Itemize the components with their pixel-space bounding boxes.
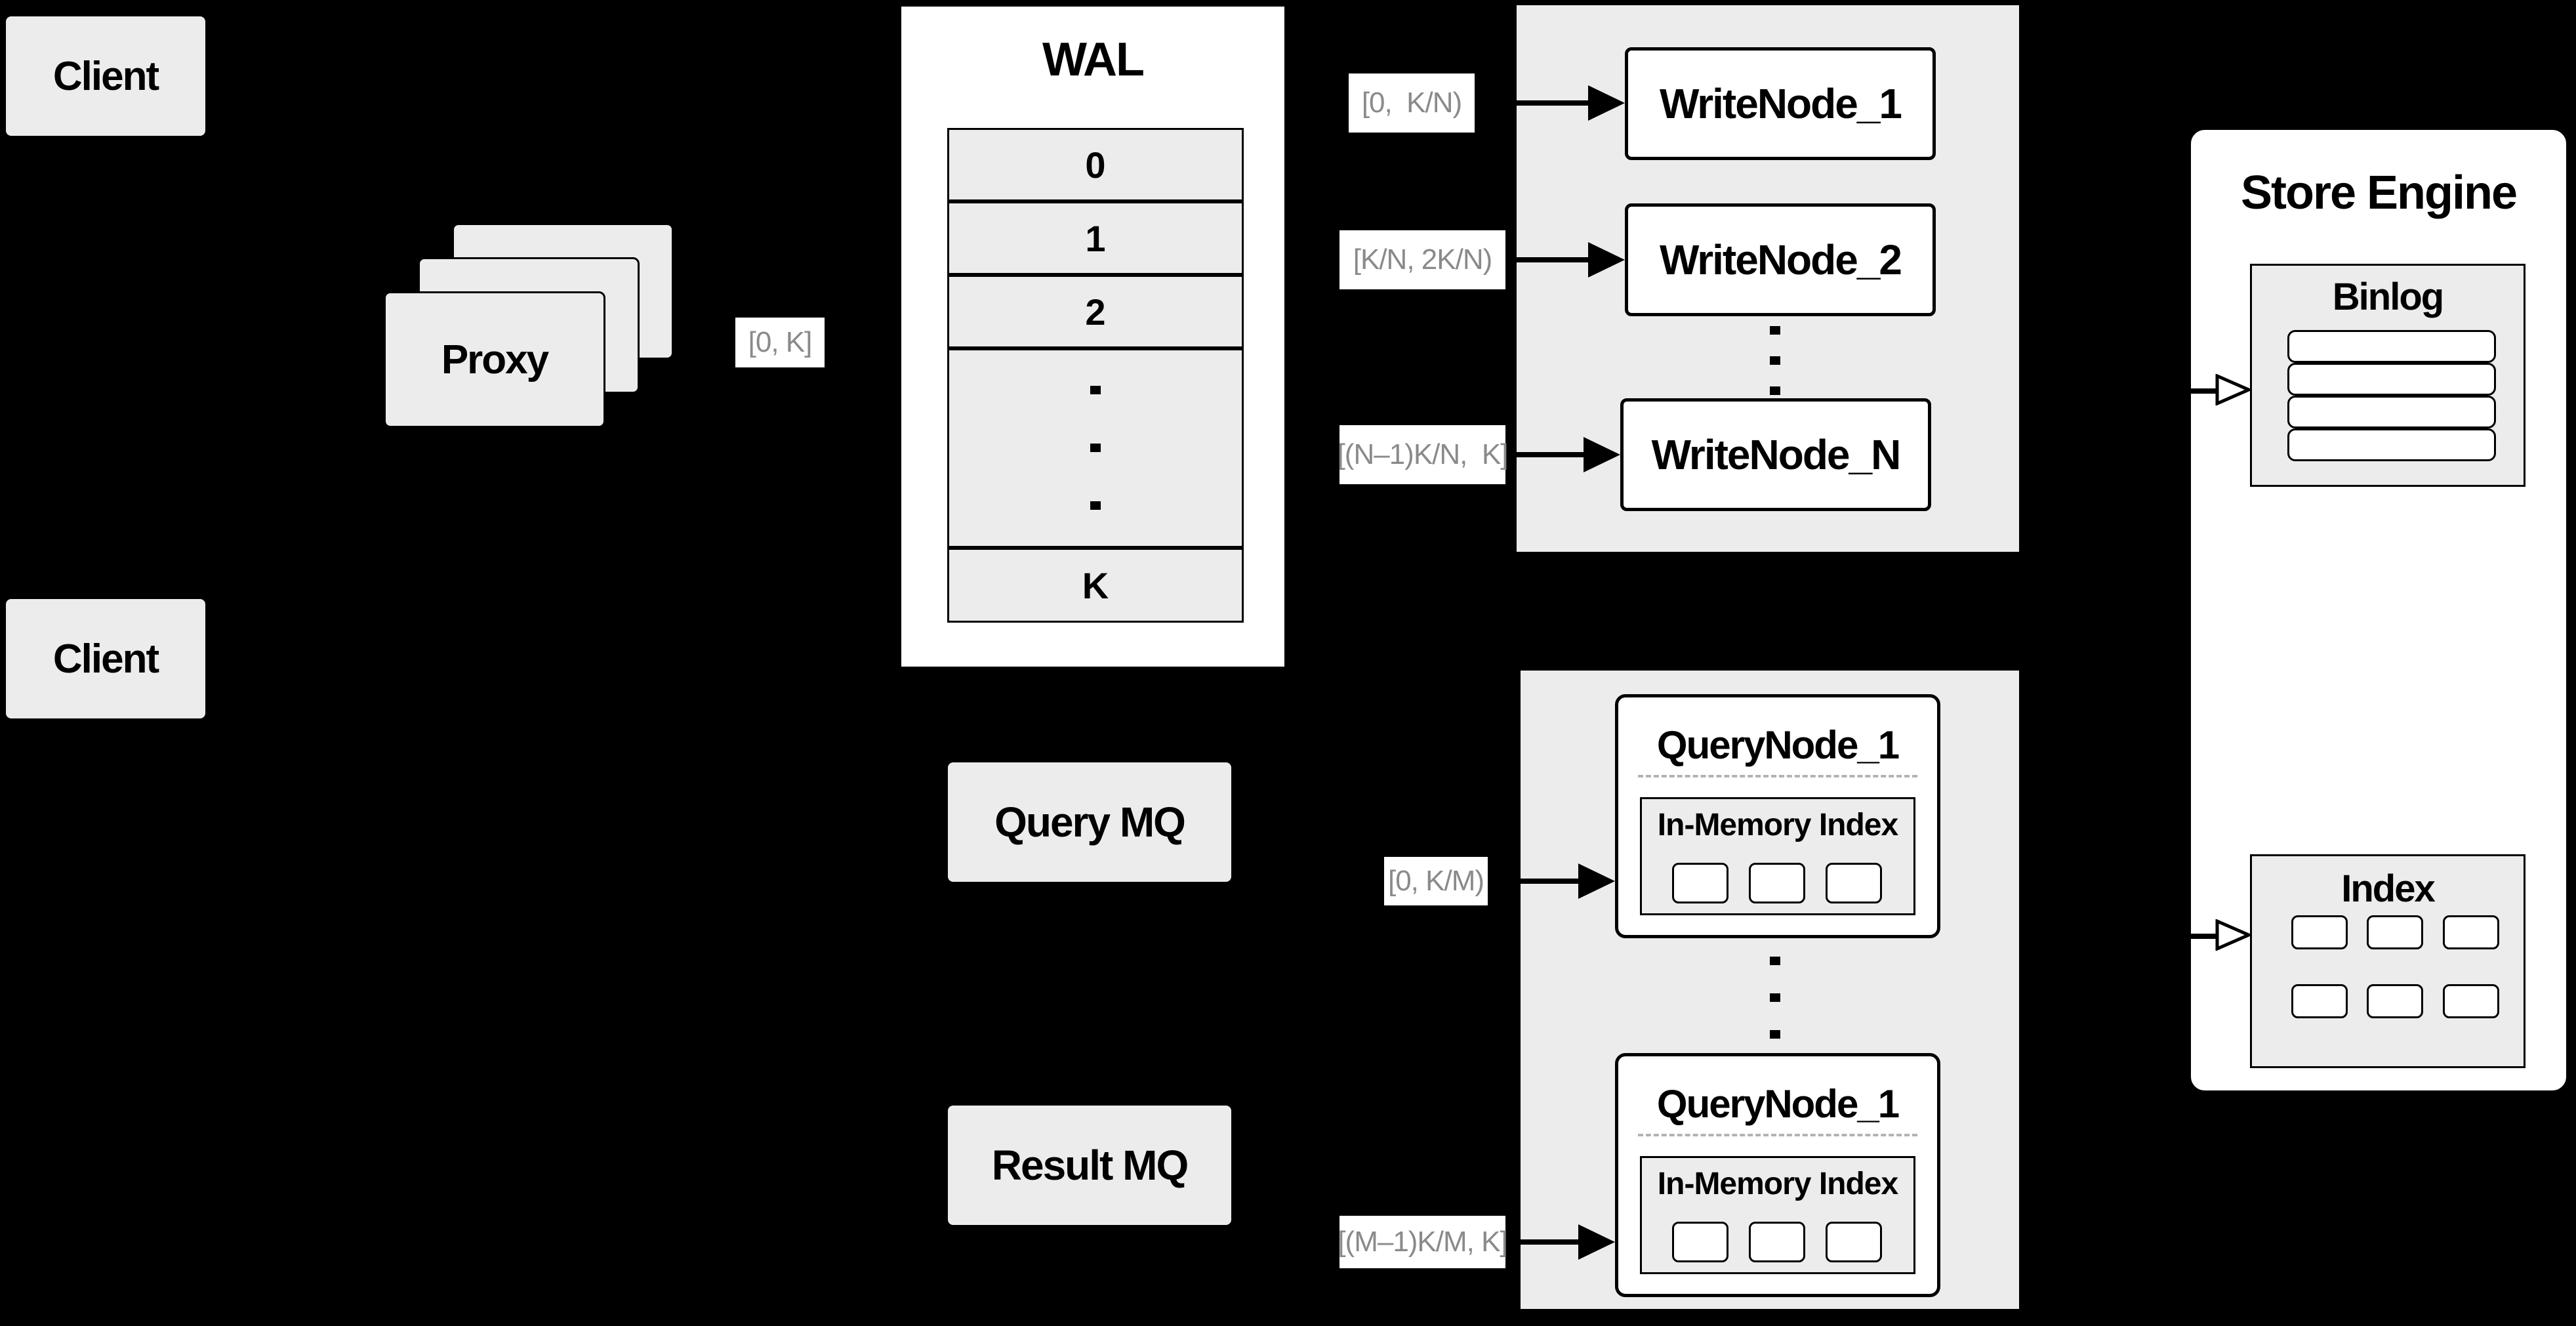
binlog-box: Binlog: [2250, 264, 2525, 487]
wal-title: WAL: [1042, 33, 1145, 86]
result-mq-box: Result MQ: [948, 1106, 1231, 1225]
arrow-to-writenode-1-shaft: [1517, 100, 1591, 106]
index-cell: [2367, 984, 2423, 1018]
index-cell: [2443, 984, 2499, 1018]
binlog-slot: [2287, 363, 2496, 396]
wal-row-ellipsis: [947, 348, 1244, 548]
wal-row-1: 1: [947, 201, 1244, 275]
in-memory-index-2-cell: [1826, 1222, 1882, 1262]
arrow-to-querynode-1-shaft: [1521, 879, 1581, 884]
binlog-title: Binlog: [2332, 276, 2444, 318]
query-node-1-title: QueryNode_1: [1656, 723, 1900, 767]
proxy-card-front: Proxy: [384, 291, 605, 428]
write-node-2-box: WriteNode_2: [1625, 203, 1936, 316]
index-title: Index: [2341, 867, 2436, 910]
client-bottom-label: Client: [52, 636, 159, 682]
write-node-1-range-label: [0, K/N): [1349, 73, 1475, 133]
arrow-to-writenode-n-shaft: [1517, 452, 1586, 457]
wal-row-k: K: [947, 548, 1244, 623]
query-node-2-range-label: [(M–1)K/M, K]: [1338, 1216, 1508, 1268]
index-cell: [2291, 915, 2348, 949]
in-memory-index-2-cell: [1749, 1222, 1805, 1262]
query-mq-box: Query MQ: [948, 762, 1231, 882]
query-node-1-box: QueryNode_1 In-Memory Index: [1615, 694, 1940, 938]
arrow-to-writenode-2-shaft: [1517, 257, 1591, 262]
arrow-to-querynode-2-head-icon: [1578, 1224, 1615, 1260]
query-node-1-range-label: [0, K/M): [1384, 857, 1488, 905]
index-cell: [2291, 984, 2348, 1018]
in-memory-index-2-box: In-Memory Index: [1640, 1156, 1915, 1274]
wal-box: WAL 0 1 2 K: [899, 4, 1287, 669]
arrow-to-writenode-1-head-icon: [1588, 85, 1625, 121]
query-node-2-box: QueryNode_1 In-Memory Index: [1615, 1053, 1940, 1297]
arrow-to-writenode-n-head-icon: [1584, 437, 1620, 472]
in-memory-index-1-cell: [1749, 863, 1805, 903]
wal-row-0: 0: [947, 128, 1244, 201]
in-memory-index-1-cell: [1672, 863, 1728, 903]
write-node-n-range-label: [(N–1)K/N, K]: [1338, 425, 1508, 484]
write-node-2-range-label: [K/N, 2K/N): [1339, 230, 1505, 289]
wal-row-2: 2: [947, 275, 1244, 348]
in-memory-index-1-box: In-Memory Index: [1640, 797, 1915, 915]
proxy-label: Proxy: [441, 337, 549, 383]
index-box: Index: [2250, 854, 2525, 1068]
index-cell: [2443, 915, 2499, 949]
arrow-to-writenode-2-head-icon: [1588, 242, 1625, 278]
write-node-n-box: WriteNode_N: [1620, 398, 1931, 511]
client-top-label: Client: [52, 53, 159, 99]
query-node-2-dashed-separator: [1638, 1134, 1917, 1136]
arrow-to-querynode-2-shaft: [1521, 1239, 1581, 1245]
arrow-to-index-open-head-icon: [2215, 919, 2251, 951]
query-node-1-dashed-separator: [1638, 775, 1917, 777]
index-cell: [2367, 915, 2423, 949]
store-engine-box: Store Engine Binlog Index: [2189, 128, 2568, 1092]
in-memory-index-2-title: In-Memory Index: [1657, 1167, 1898, 1201]
in-memory-index-1-cell: [1826, 863, 1882, 903]
client-bottom-box: Client: [6, 599, 205, 718]
binlog-slot: [2287, 396, 2496, 428]
binlog-slot: [2287, 428, 2496, 461]
ellipsis-dots: [1090, 386, 1101, 510]
binlog-slot: [2287, 330, 2496, 363]
proxy-range-label: [0, K]: [735, 318, 825, 367]
in-memory-index-2-cell: [1672, 1222, 1728, 1262]
store-engine-title: Store Engine: [2240, 167, 2518, 219]
arrow-to-querynode-1-head-icon: [1578, 863, 1615, 899]
write-node-1-box: WriteNode_1: [1625, 47, 1936, 160]
query-node-2-title: QueryNode_1: [1656, 1082, 1900, 1126]
arrow-to-binlog-shaft: [2191, 388, 2217, 394]
arrow-to-binlog-open-head-icon: [2215, 374, 2251, 405]
client-top-box: Client: [6, 16, 205, 136]
arrow-to-index-shaft: [2191, 934, 2217, 939]
in-memory-index-1-title: In-Memory Index: [1657, 808, 1898, 842]
